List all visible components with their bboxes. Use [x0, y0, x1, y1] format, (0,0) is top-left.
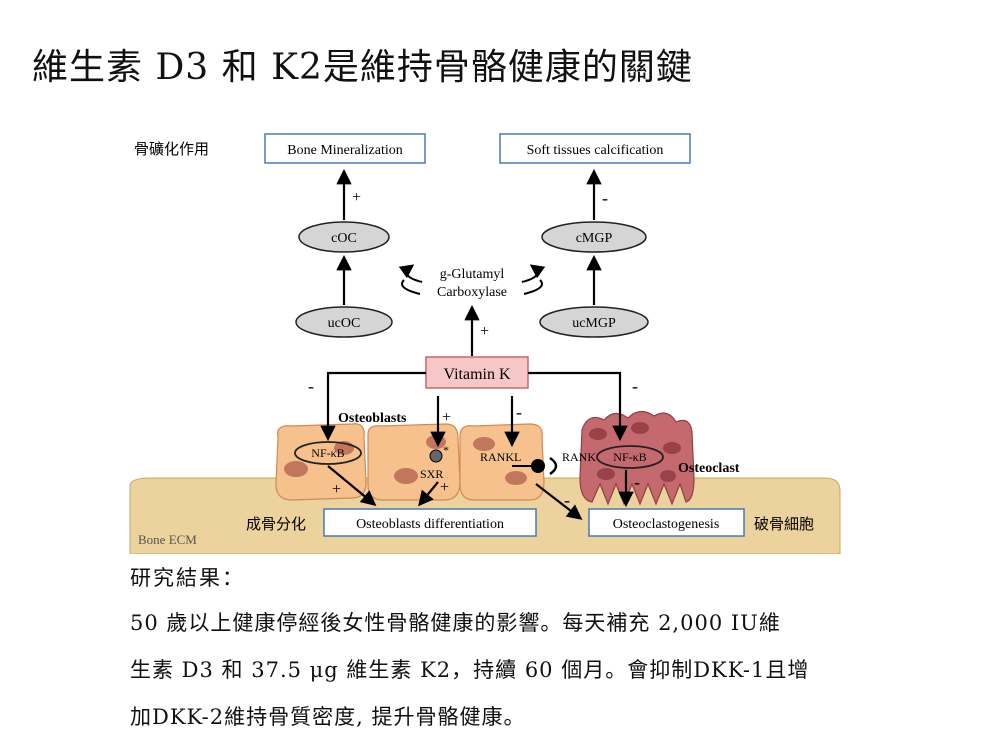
vitamin-k-label: Vitamin K [443, 366, 510, 383]
results-text-line: 生素 D3 和 37.5 μg 維生素 K2，持續 60 個月。會抑制DKK-1… [130, 658, 810, 682]
osteoclast-nucleus [660, 470, 676, 482]
nfkb-left-ellipse [294, 441, 362, 465]
sign-plus-mineralization: + [352, 189, 361, 206]
osteoblast-nucleus [505, 471, 527, 485]
ucoc-ellipse [295, 306, 393, 338]
osteoclast-nucleus [589, 428, 607, 440]
rank-label: RANK [562, 450, 596, 464]
sxr-asterisk: * [443, 443, 449, 457]
results-text-line: 50 歲以上健康停經後女性骨骼健康的影響。每天補充 2,000 IU維 [130, 611, 781, 635]
soft-tissues-calcification-label: Soft tissues calcification [527, 143, 664, 158]
sign-minus-calcification: - [602, 188, 608, 208]
osteoblasts-label: Osteoblasts [338, 411, 407, 426]
osteoclastogenesis-box [588, 508, 745, 537]
osteoclast-nucleus [663, 442, 681, 454]
osteoblasts-differentiation-label: Osteoblasts differentiation [356, 517, 504, 532]
osteogenic-differentiation-chinese-label: 成骨分化 [246, 515, 306, 533]
osteoblast-cell-1 [275, 423, 367, 501]
results-text-line: 加DKK-2維持骨質密度, 提升骨骼健康。 [130, 705, 526, 729]
sign-plus-sxr: + [442, 409, 451, 426]
sxr-receptor-dot [429, 449, 443, 463]
rankl-label: RANKL [480, 450, 521, 464]
curved-arrow-left-lower [401, 279, 421, 295]
cmgp-label: cMGP [576, 231, 613, 246]
rankl-ligand-dot [531, 459, 545, 473]
osteoblast-nucleus [284, 461, 308, 477]
nfkb-left-label: NF-κB [311, 446, 344, 460]
cmgp-ellipse [541, 221, 647, 253]
curved-arrow-right-lower [523, 279, 543, 295]
vitamin-k-box [425, 356, 529, 389]
ucmgp-label: ucMGP [572, 316, 616, 331]
arrow-rankl-to-osteoclastogenesis [535, 483, 583, 520]
page-title: 維生素 D3 和 K2是維持骨骼健康的關鍵 [32, 47, 693, 88]
osteoclast-nucleus [631, 422, 649, 434]
osteoclast-nucleus [597, 468, 615, 480]
bone-mineralization-label: Bone Mineralization [287, 143, 402, 158]
osteoclast-cell-chinese-label: 破骨細胞 [754, 515, 814, 533]
osteoclastogenesis-label: Osteoclastogenesis [613, 517, 720, 532]
enzyme-label-line2: Carboxylase [437, 285, 507, 300]
sign-plus-sxr-diff: + [440, 479, 449, 496]
bone-mineralization-box [264, 133, 426, 164]
bone-ecm-label: Bone ECM [138, 532, 197, 547]
line-vitamin-k-to-nfkb-left [320, 371, 426, 442]
sign-minus-nfkb-right-lower: - [634, 472, 640, 492]
sign-minus-osteoclastogenesis: - [564, 490, 570, 510]
osteoblast-nucleus [473, 437, 495, 451]
sign-minus-nfkb-right: - [632, 376, 638, 396]
coc-ellipse [298, 221, 390, 253]
coc-label: cOC [331, 231, 357, 246]
arrow-nfkb-left-to-differentiation [327, 465, 377, 506]
osteoblasts-differentiation-box [323, 508, 537, 537]
line-vitamin-k-to-nfkb-right [528, 371, 628, 442]
ucmgp-ellipse [539, 306, 649, 338]
sign-minus-nfkb-left: - [308, 376, 314, 396]
enzyme-label-line1: g-Glutamyl [440, 267, 505, 282]
osteoblast-nucleus [394, 468, 418, 484]
ucoc-label: ucOC [328, 316, 361, 331]
bone-mineralization-chinese-label: 骨礦化作用 [134, 140, 209, 158]
soft-tissues-calcification-box [499, 133, 691, 164]
nfkb-right-label: NF-κB [613, 450, 646, 464]
curved-arrow-left [398, 264, 423, 283]
sign-plus-enzyme: + [480, 323, 489, 340]
results-heading: 研究結果： [130, 566, 245, 590]
osteoclast-label: Osteoclast [678, 461, 740, 476]
sign-plus-nfkb-left: + [332, 481, 341, 498]
curved-arrow-right [521, 264, 546, 283]
rank-receptor-cup [549, 456, 558, 476]
arrow-sxr-to-differentiation [418, 481, 439, 507]
nfkb-right-ellipse [596, 445, 664, 469]
osteoclast-cell [579, 410, 695, 506]
sxr-label: SXR [420, 467, 443, 481]
sign-minus-rankl: - [516, 402, 522, 422]
vitamin-k-bone-diagram: Bone Mineralization Soft tissues calcifi… [120, 126, 850, 554]
